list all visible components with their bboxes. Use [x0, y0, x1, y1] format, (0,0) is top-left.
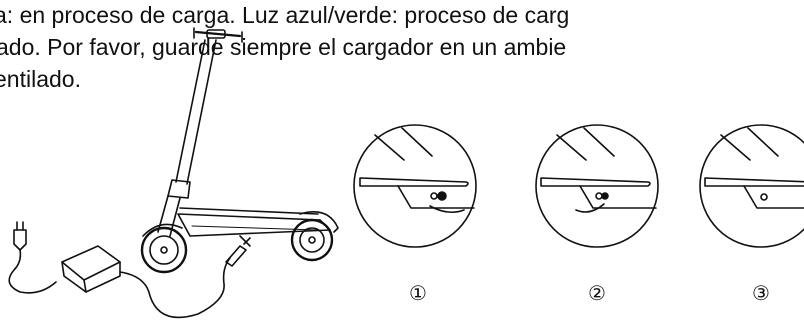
- instruction-line-3: entilado.: [0, 66, 81, 92]
- charging-instructions-text: a: en proceso de carga. Luz azul/verde: …: [0, 0, 804, 110]
- step-1-label: ①: [409, 281, 427, 305]
- instruction-line-1: a: en proceso de carga. Luz azul/verde: …: [0, 2, 570, 28]
- step-2-detail-circle: [535, 124, 659, 248]
- step-2-label: ②: [588, 281, 606, 305]
- step-3-label: ③: [752, 281, 770, 305]
- step-3-detail-circle: [699, 124, 804, 248]
- step-1-detail-circle: [353, 124, 477, 248]
- charger-and-cable-drawing: [8, 221, 251, 319]
- electric-scooter-drawing: [140, 27, 339, 274]
- instruction-line-2: ado. Por favor, guarde siempre el cargad…: [0, 34, 567, 60]
